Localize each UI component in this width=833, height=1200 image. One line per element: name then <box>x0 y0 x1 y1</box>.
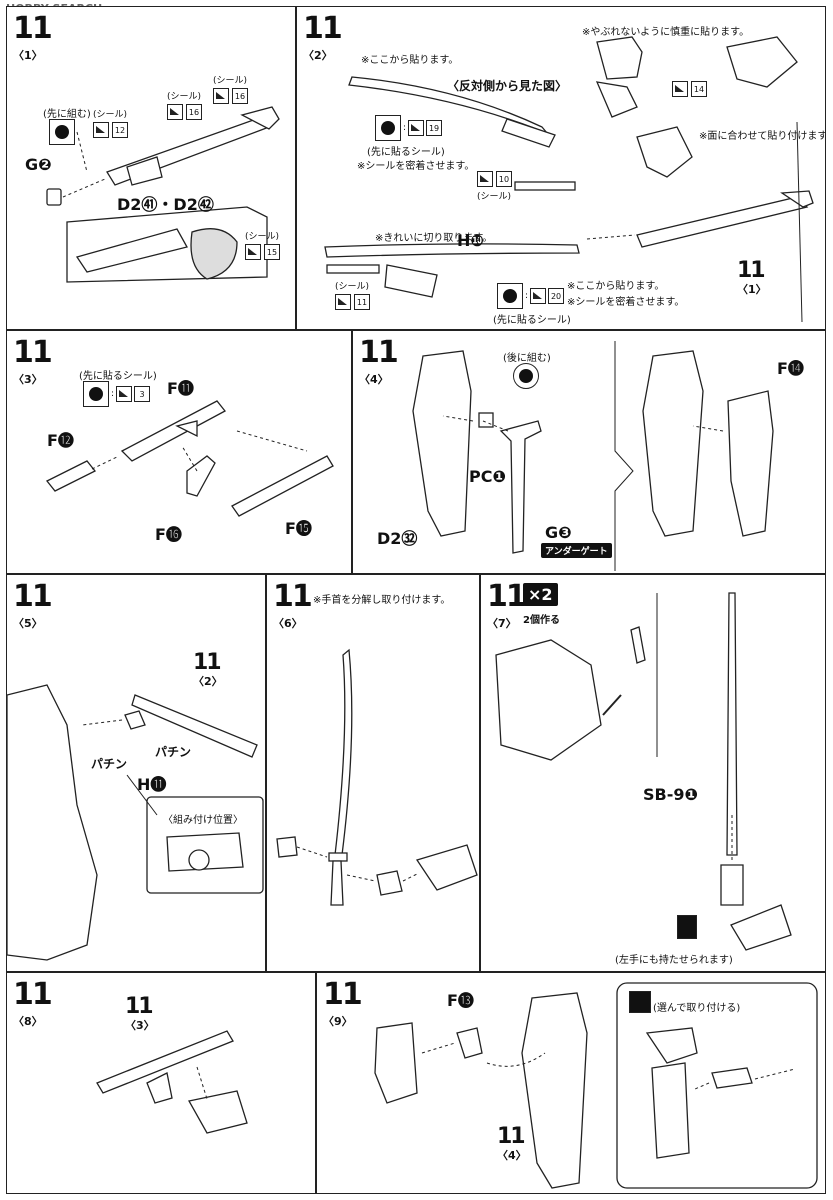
step-substep: 〈7〉 <box>487 617 517 630</box>
saber-blade-illustration <box>324 36 814 323</box>
ref-step-substep: 〈1〉 <box>737 283 767 296</box>
step-11-2-panel: 11 〈2〉 ※ここから貼ります。 〈反対側から見た図〉 :19 (先に貼るシー… <box>296 6 826 330</box>
part-h10: H❿ <box>457 231 484 250</box>
ref-step-substep: 〈2〉 <box>193 675 223 688</box>
note-match-surface: ※面に合わせて貼り付けます。 <box>699 131 826 142</box>
first-seal-label: (先に貼るシール) <box>367 147 445 158</box>
ref-step-substep: 〈4〉 <box>497 1149 527 1162</box>
step-substep: 〈5〉 <box>13 617 43 630</box>
step-substep: 〈6〉 <box>273 617 303 630</box>
note-cut-cleanly: ※きれいに切り取ります。 <box>375 233 493 244</box>
seal-20: :20 <box>497 283 565 309</box>
note-stick-2: ※シールを密着させます。 <box>567 297 685 308</box>
first-seal-label-2: (先に貼るシール) <box>493 315 571 326</box>
step-11-3-panel: 11 〈3〉 (先に貼るシール) :3 F⓫ F⓬ F⓰ F⓯ <box>6 330 352 574</box>
step-11-1-panel: 11 〈1〉 (先に組む) (シール) 12 (シール) 16 (シール) 16… <box>6 6 296 330</box>
times-two-badge: ×2 <box>523 583 558 606</box>
first-seal-label: (先に貼るシール) <box>79 371 157 382</box>
seal-11: (シール) 11 <box>335 279 370 310</box>
seal-19: :19 <box>375 115 443 141</box>
step-substep: 〈2〉 <box>303 49 333 62</box>
step-11-4-panel: 11 〈4〉 (後に組む) PC❶ D2㉜ G❸ アンダーゲート F⓮ <box>352 330 826 574</box>
first-assemble-label: (先に組む) <box>43 109 91 120</box>
step-11-8-panel: 11 〈8〉 11 〈3〉 <box>6 972 316 1194</box>
note-start-here: ※ここから貼ります。 <box>361 55 459 66</box>
snap-label-1: パチン <box>155 745 192 759</box>
first-assemble-icon <box>49 119 75 145</box>
rifle-hand-illustration <box>96 1030 248 1134</box>
make-two-label: 2個作る <box>523 615 560 626</box>
step-number: 11 <box>323 977 363 1012</box>
step-number: 11 <box>13 11 53 46</box>
seal-15: (シール) 15 <box>245 229 280 260</box>
note-start-here-2: ※ここから貼ります。 <box>567 281 665 292</box>
part-d2-41-42: D2㊶・D2㊷ <box>117 195 214 214</box>
note-tear-carefully: ※やぶれないように慎重に貼ります。 <box>582 27 750 38</box>
part-pc1: PC❶ <box>469 467 507 486</box>
reverse-view-label: 〈反対側から見た図〉 <box>447 79 568 93</box>
beam-saber-illustration <box>495 592 792 951</box>
robot-arm-attach-illustration <box>7 684 264 961</box>
ref-step-number: 11 <box>125 994 154 1019</box>
choose-icon <box>629 991 651 1013</box>
beam-rifle-illustration <box>45 400 334 517</box>
later-assemble-label: (後に組む) <box>503 353 551 364</box>
ref-step-number: 11 <box>497 1124 526 1149</box>
shield-arm-illustration <box>374 982 818 1189</box>
part-g2: G❷ <box>25 155 52 174</box>
assembly-position-label: 〈組み付け位置〉 <box>163 815 243 826</box>
seal-14: 14 <box>672 81 707 97</box>
step-substep: 〈9〉 <box>323 1015 353 1028</box>
step-number: 11 <box>487 579 527 614</box>
ref-step-number: 11 <box>193 650 222 675</box>
part-d2-32: D2㉜ <box>377 529 418 548</box>
seal-icon <box>167 104 183 120</box>
step-11-5-panel: 11 〈5〉 11 〈2〉 パチン パチン H⓫ 〈組み付け位置〉 <box>6 574 266 972</box>
part-sb9-1: SB-9❶ <box>643 785 699 804</box>
shield-illustration <box>412 341 774 571</box>
step-number: 11 <box>13 579 53 614</box>
choose-attach-note: (選んで取り付ける) <box>653 1003 741 1014</box>
katana-illustration <box>276 648 478 906</box>
step-substep: 〈4〉 <box>359 373 389 386</box>
part-f16: F⓰ <box>155 525 182 544</box>
saber-hilt-illustration <box>46 106 280 283</box>
step-number: 11 <box>13 977 53 1012</box>
seal-icon <box>245 244 261 260</box>
part-g3: G❸ <box>545 523 572 542</box>
part-f14: F⓮ <box>777 359 804 378</box>
seal-icon <box>93 122 109 138</box>
step-number: 11 <box>273 579 313 614</box>
step-number: 11 <box>303 11 343 46</box>
step-11-7-panel: 11 〈7〉 ×2 2個作る SB-9❶ (左手にも持たせられます) <box>480 574 826 972</box>
snap-label-2: パチン <box>91 757 128 771</box>
seal-12: (シール) 12 <box>93 107 128 138</box>
ref-step-number: 11 <box>737 258 766 283</box>
seal-16b: (シール) 16 <box>213 73 248 104</box>
step-number: 11 <box>359 335 399 370</box>
part-f13: F⓭ <box>447 991 474 1010</box>
under-gate-badge: アンダーゲート <box>541 543 612 558</box>
step-number: 11 <box>13 335 53 370</box>
left-hand-icon <box>677 915 697 939</box>
step-substep: 〈8〉 <box>13 1015 43 1028</box>
step-11-6-panel: 11 〈6〉 ※手首を分解し取り付けます。 <box>266 574 480 972</box>
seal-10: 10 (シール) <box>477 171 512 202</box>
later-assemble-icon <box>513 363 539 389</box>
seal-icon <box>213 88 229 104</box>
left-hand-note: (左手にも持たせられます) <box>615 955 733 966</box>
seal-stick-note: ※シールを密着させます。 <box>357 161 475 172</box>
ref-step-substep: 〈3〉 <box>125 1019 155 1032</box>
part-h11: H⓫ <box>137 775 167 794</box>
part-f12: F⓬ <box>47 431 74 450</box>
step-substep: 〈1〉 <box>13 49 43 62</box>
seal-3: :3 <box>83 381 151 407</box>
part-f11: F⓫ <box>167 379 194 398</box>
step-substep: 〈3〉 <box>13 373 43 386</box>
part-f15: F⓯ <box>285 519 312 538</box>
seal-16a: (シール) 16 <box>167 89 202 120</box>
step-11-9-panel: 11 〈9〉 F⓭ (選んで取り付ける) 11 〈4〉 <box>316 972 826 1194</box>
note-disassemble-wrist: ※手首を分解し取り付けます。 <box>313 595 451 606</box>
